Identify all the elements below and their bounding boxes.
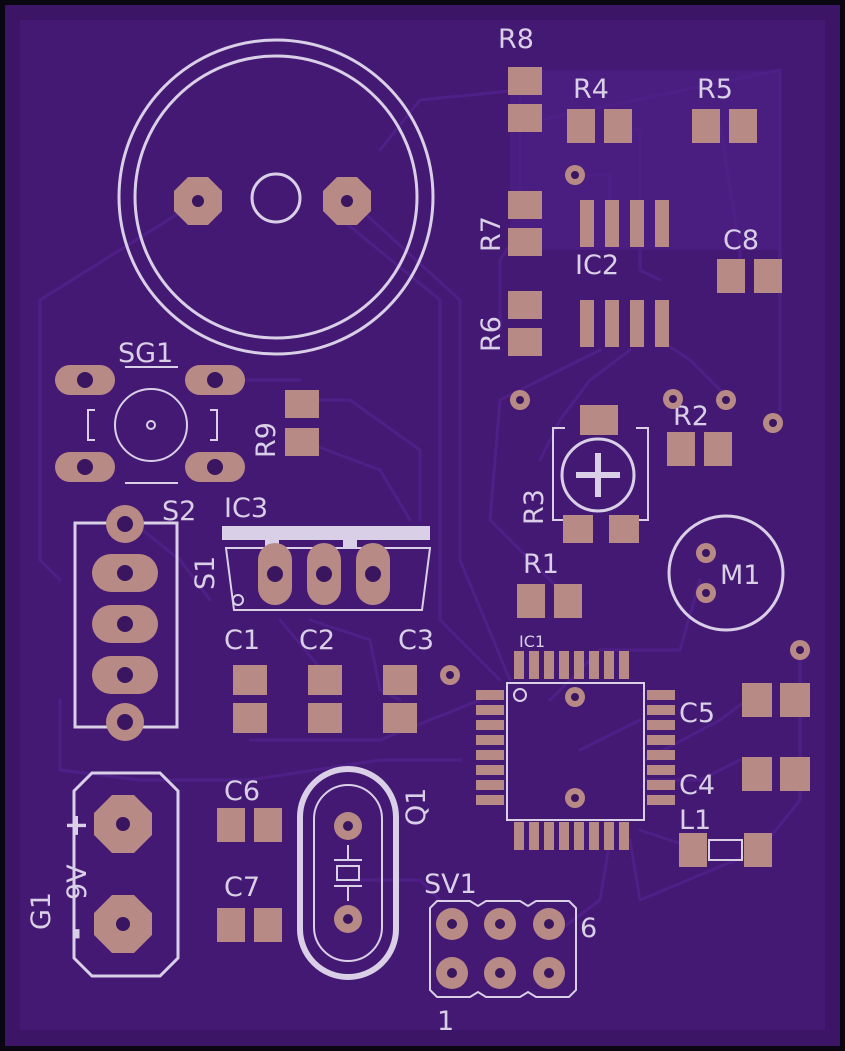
- sg1-pushbutton: SG1: [55, 338, 245, 484]
- svg-text:R5: R5: [697, 74, 733, 105]
- svg-text:C3: C3: [398, 625, 434, 656]
- l1-inductor: L1: [679, 805, 772, 867]
- svg-text:-: -: [59, 928, 94, 940]
- svg-text:L1: L1: [679, 805, 711, 836]
- svg-text:R3: R3: [519, 489, 550, 525]
- svg-text:C2: C2: [299, 625, 335, 656]
- vias: [440, 165, 810, 808]
- ic3-regulator: IC3 S1: [190, 493, 432, 611]
- svg-text:C4: C4: [679, 770, 715, 801]
- c8-capacitor: C8: [717, 225, 782, 293]
- svg-text:S2: S2: [162, 496, 196, 527]
- sv1-pin-header: SV1 6 1: [424, 869, 597, 1037]
- q1-crystal: Q1: [297, 766, 432, 980]
- m1-vibration-motor: M1: [667, 514, 785, 632]
- c3-capacitor: C3: [383, 625, 434, 733]
- c4-capacitor: C4: [679, 757, 810, 801]
- svg-text:Q1: Q1: [401, 788, 432, 826]
- r6-resistor: R6: [476, 291, 542, 356]
- svg-text:9V: 9V: [62, 864, 93, 900]
- svg-text:R1: R1: [523, 549, 559, 580]
- ic1-microcontroller: IC1: [476, 632, 675, 850]
- svg-text:IC2: IC2: [575, 250, 619, 281]
- svg-text:SV1: SV1: [424, 869, 477, 900]
- r9-resistor: R9: [251, 390, 319, 458]
- svg-text:C1: C1: [224, 625, 260, 656]
- c6-capacitor: C6: [217, 776, 282, 842]
- r8-resistor: R8: [498, 24, 542, 132]
- r4-resistor: R4: [567, 74, 632, 143]
- svg-text:R7: R7: [476, 216, 507, 252]
- svg-text:R8: R8: [498, 24, 534, 55]
- svg-text:R6: R6: [476, 316, 507, 352]
- svg-text:S1: S1: [190, 556, 221, 590]
- ic2-chip: IC2: [575, 200, 669, 347]
- r2-resistor: R2: [663, 389, 732, 466]
- r3-trimmer-potentiometer: R3: [519, 405, 649, 543]
- svg-text:IC3: IC3: [224, 493, 268, 524]
- svg-text:C6: C6: [224, 776, 260, 807]
- r7-resistor: R7: [476, 191, 542, 256]
- svg-text:R9: R9: [251, 422, 282, 458]
- c5-capacitor: C5: [679, 683, 810, 729]
- svg-text:6: 6: [580, 913, 597, 944]
- c2-capacitor: C2: [299, 625, 342, 733]
- svg-text:C7: C7: [224, 872, 260, 903]
- s2-slide-switch: S2: [73, 496, 196, 741]
- copper-traces: [38, 68, 802, 932]
- svg-text:1: 1: [437, 1006, 454, 1037]
- svg-text:C8: C8: [723, 225, 759, 256]
- svg-text:R4: R4: [573, 74, 609, 105]
- r5-resistor: R5: [692, 74, 757, 143]
- c7-capacitor: C7: [217, 872, 282, 942]
- c1-capacitor: C1: [224, 625, 267, 733]
- svg-text:M1: M1: [720, 560, 760, 591]
- svg-text:+: +: [59, 813, 94, 838]
- svg-text:G1: G1: [26, 892, 57, 930]
- svg-text:SG1: SG1: [118, 338, 173, 369]
- buzzer-large: [117, 38, 435, 356]
- g1-battery-connector: G1 + 9V -: [26, 771, 180, 978]
- r1-resistor: R1: [517, 549, 582, 618]
- svg-text:C5: C5: [679, 698, 715, 729]
- svg-text:IC1: IC1: [519, 632, 545, 651]
